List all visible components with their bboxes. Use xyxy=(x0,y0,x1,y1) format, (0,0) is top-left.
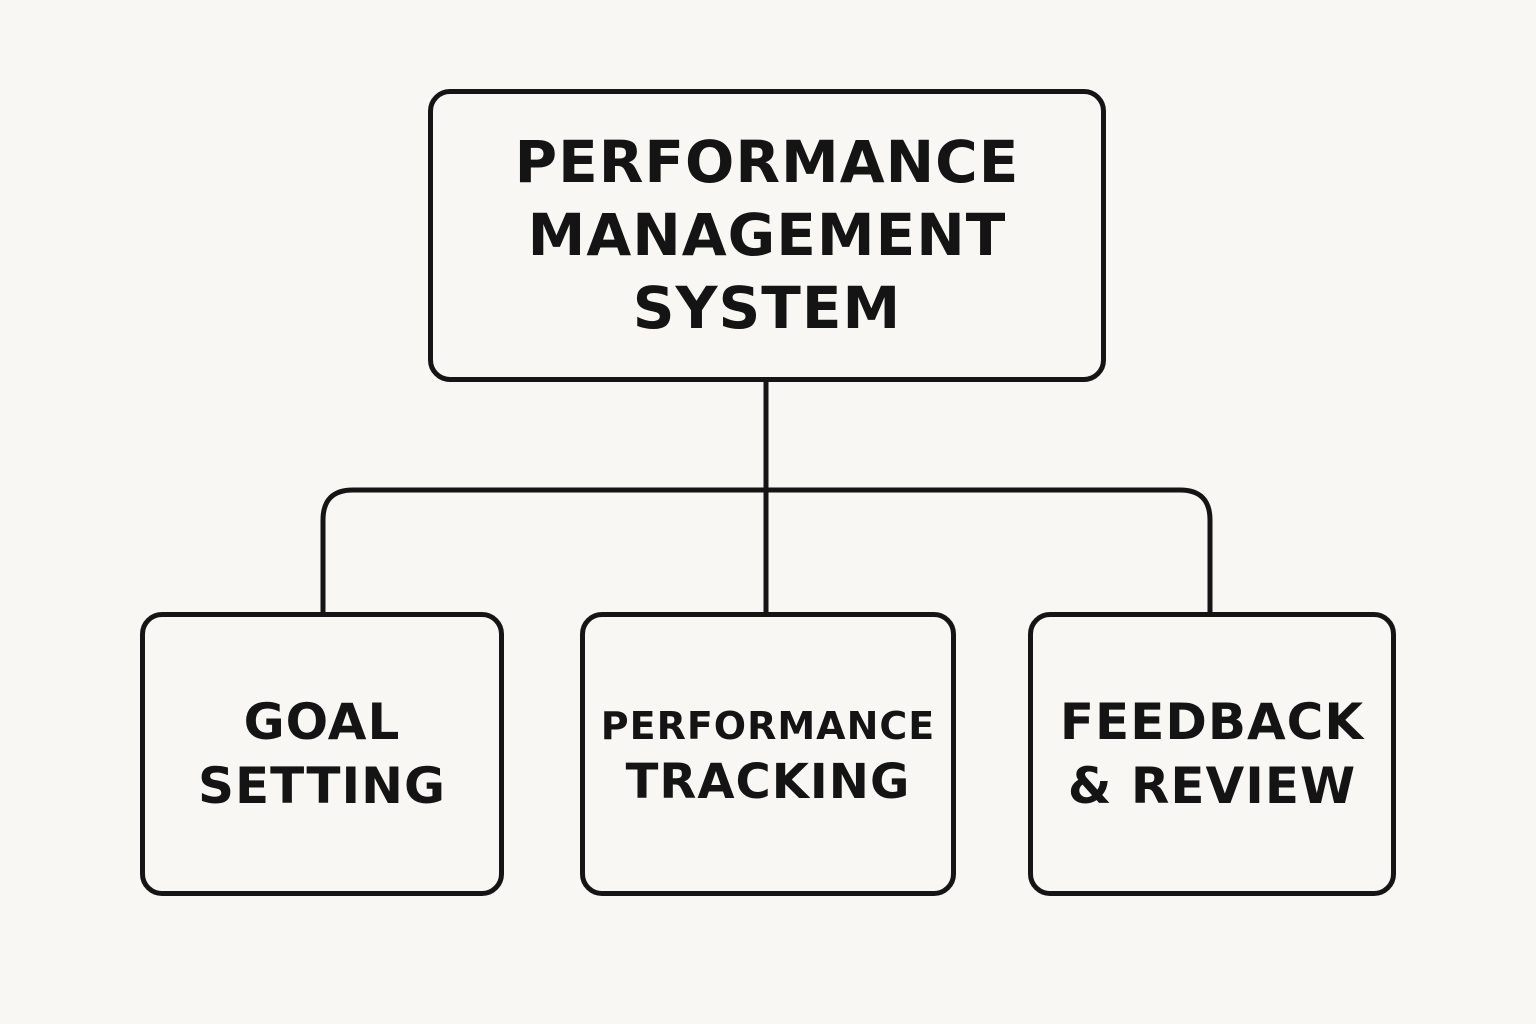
child-node-goal-setting: GOAL SETTING xyxy=(140,612,504,896)
root-node-performance-management-system: PERFORMANCE MANAGEMENT SYSTEM xyxy=(428,89,1106,382)
child-node-label-line: TRACKING xyxy=(625,754,911,810)
child-node-label-line: PERFORMANCE xyxy=(600,704,936,748)
child-node-label-line: FEEDBACK xyxy=(1059,693,1365,751)
child-node-label-line: & REVIEW xyxy=(1067,757,1357,815)
root-node-label-line: PERFORMANCE xyxy=(514,128,1020,196)
child-node-feedback-review: FEEDBACK & REVIEW xyxy=(1028,612,1396,896)
root-node-label-line: SYSTEM xyxy=(632,274,902,342)
child-node-label-line: GOAL xyxy=(243,693,401,751)
root-node-label-line: MANAGEMENT xyxy=(527,201,1007,269)
child-node-label-line: SETTING xyxy=(197,757,446,815)
child-node-performance-tracking: PERFORMANCE TRACKING xyxy=(580,612,956,896)
